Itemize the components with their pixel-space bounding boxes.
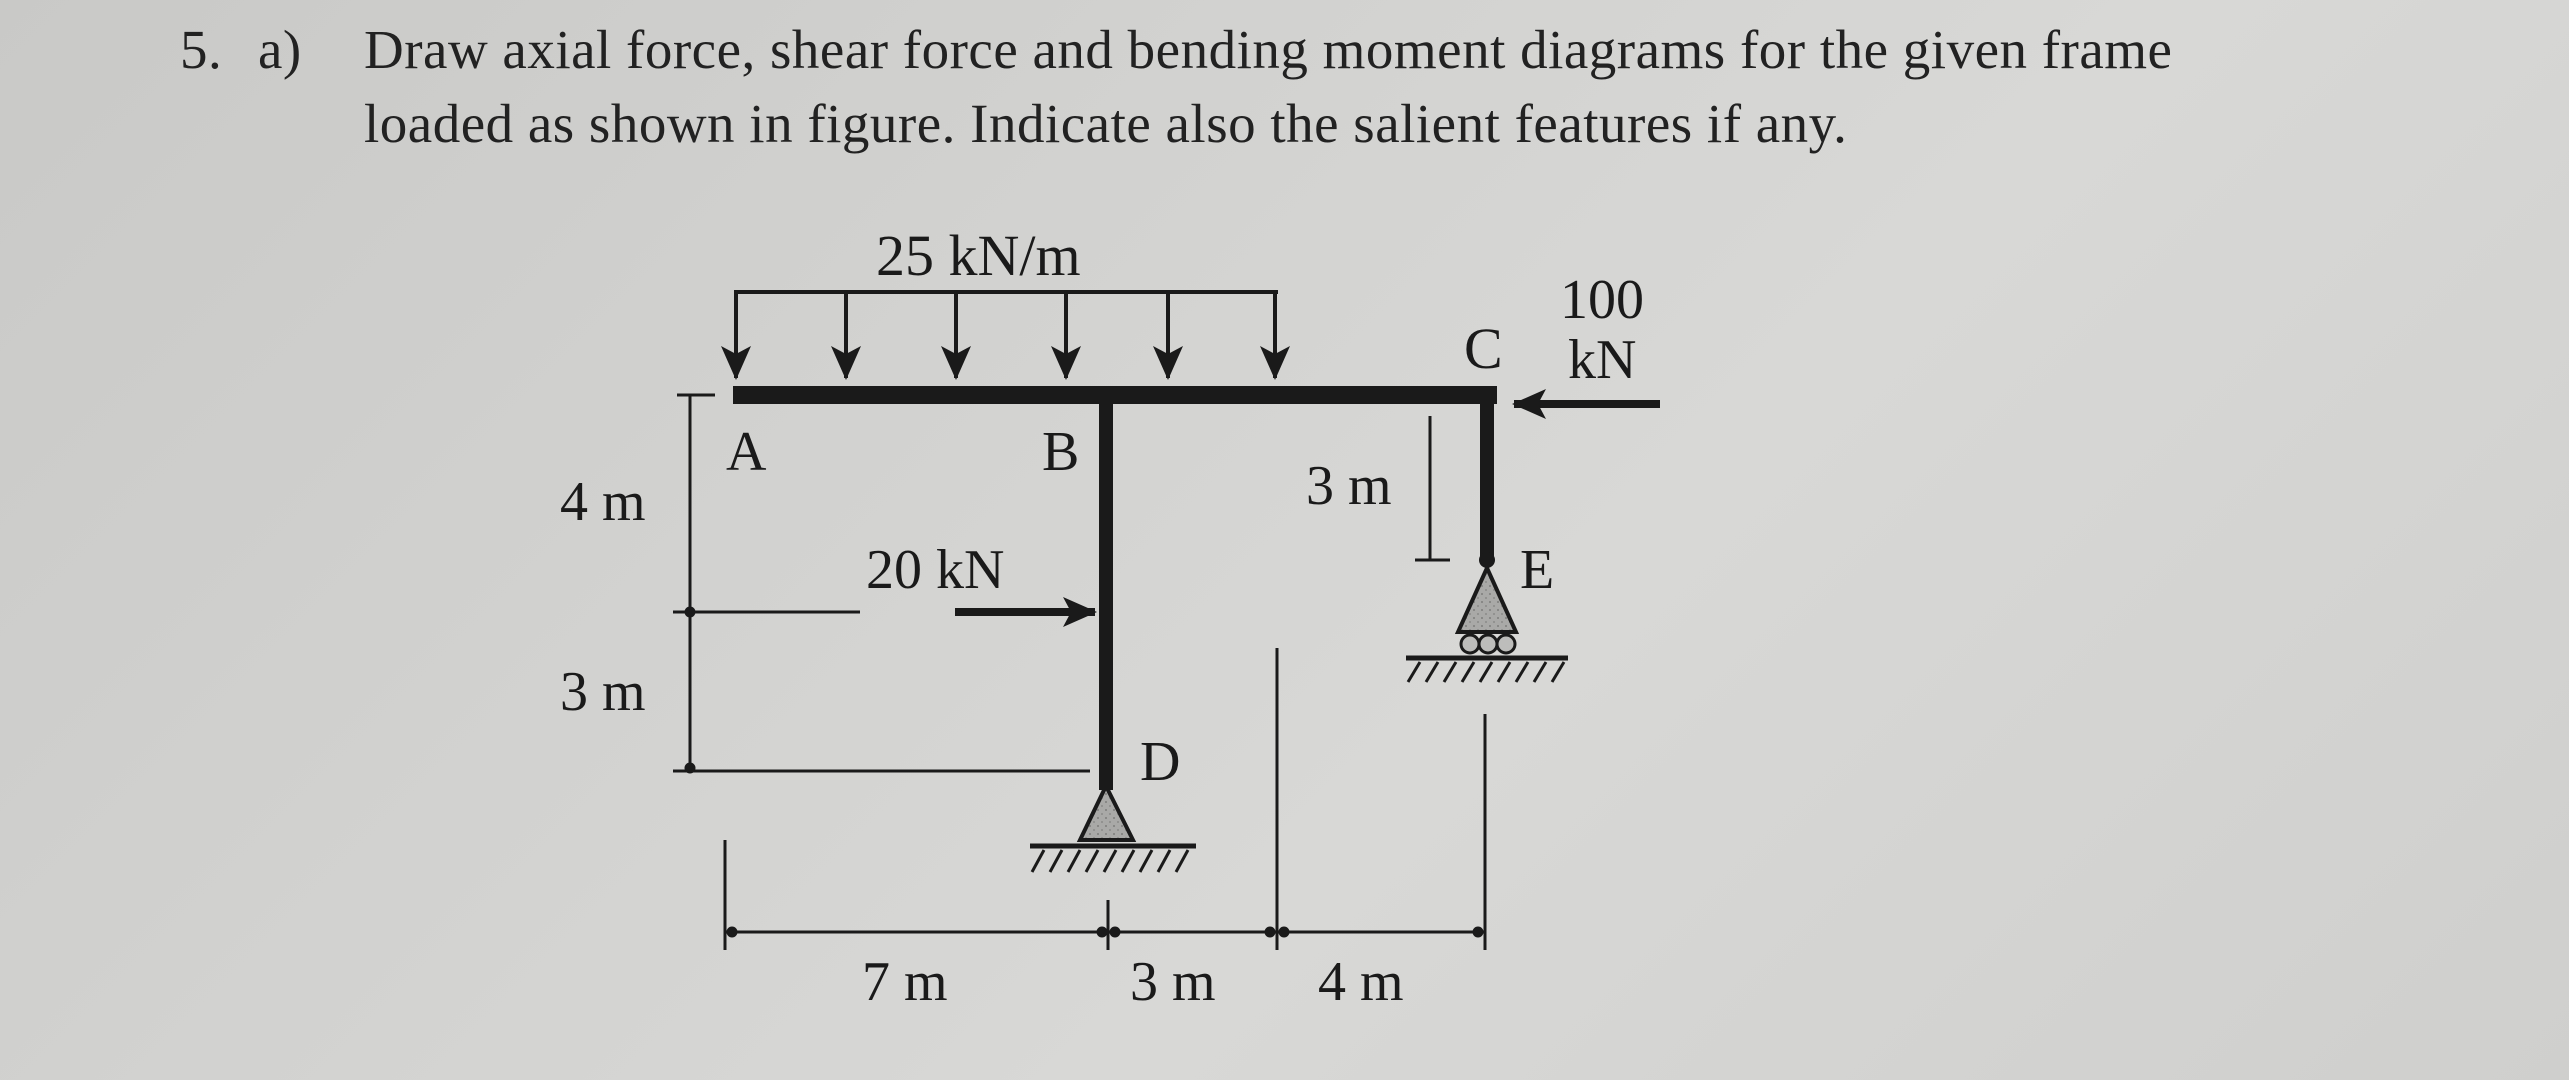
point-load-BD-label: 20 kN bbox=[866, 539, 1004, 601]
column-CE bbox=[1480, 396, 1494, 564]
question-text-line-2: loaded as shown in figure. Indicate also… bbox=[364, 93, 1848, 154]
column-BD bbox=[1099, 396, 1113, 790]
bottom-dimensions bbox=[723, 648, 1487, 950]
point-load-BD: 20 kN bbox=[866, 539, 1097, 627]
node-label-C: C bbox=[1464, 316, 1503, 381]
dim-left-upper: 4 m bbox=[560, 471, 646, 533]
point-load-C: 100 kN bbox=[1512, 269, 1660, 419]
dim-bottom-2: 3 m bbox=[1130, 951, 1216, 1013]
question-part: a) bbox=[258, 19, 302, 80]
node-label-D: D bbox=[1140, 731, 1180, 793]
node-label-E: E bbox=[1520, 539, 1554, 601]
ce-dimension bbox=[1415, 416, 1450, 562]
dim-bottom-3: 4 m bbox=[1318, 951, 1404, 1013]
roller-support-E bbox=[1406, 552, 1568, 683]
beam-ABC bbox=[733, 386, 1497, 404]
pin-support-D bbox=[1030, 781, 1196, 873]
point-load-C-value: 100 bbox=[1560, 269, 1644, 331]
node-label-A: A bbox=[726, 421, 767, 483]
dim-bottom-1: 7 m bbox=[862, 951, 948, 1013]
left-dimensions bbox=[673, 393, 1090, 774]
question-number: 5. bbox=[180, 19, 223, 80]
question-text-line-1: Draw axial force, shear force and bendin… bbox=[364, 19, 2173, 80]
udl-label: 25 kN/m bbox=[876, 223, 1081, 288]
point-load-C-unit: kN bbox=[1568, 329, 1636, 391]
udl-load: 25 kN/m bbox=[721, 223, 1290, 380]
dim-left-lower: 3 m bbox=[560, 661, 646, 723]
node-label-B: B bbox=[1042, 421, 1079, 483]
dim-CE-height: 3 m bbox=[1306, 455, 1392, 517]
